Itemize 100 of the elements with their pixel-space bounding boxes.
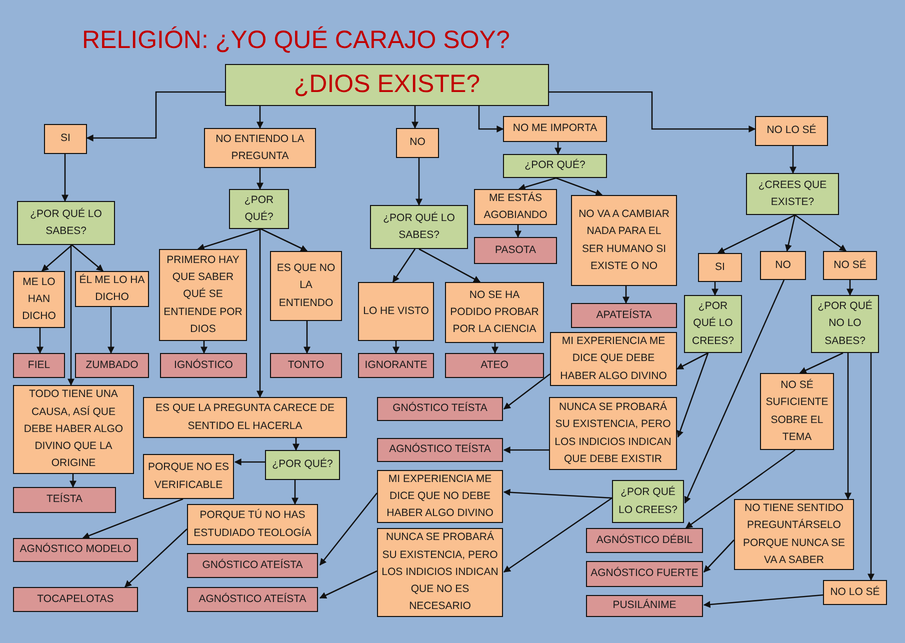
result-box (187, 587, 318, 612)
node-text: NO ENTIENDO LA PREGUNTA (214, 132, 306, 164)
result-box (13, 538, 138, 562)
node-text: APATEÍSTA (596, 308, 652, 323)
arrow (503, 373, 550, 410)
arrow (200, 341, 208, 354)
arrow (68, 245, 74, 386)
arrow (685, 449, 796, 529)
arrow (478, 106, 504, 132)
arrow (86, 91, 225, 142)
node-text: TODO TIENE UNA CAUSA, ASÍ QUE DEBE HABER ALGO DIVINO QUE LA ORIGINE (22, 387, 124, 472)
arrow (794, 214, 847, 252)
arrow (503, 488, 612, 499)
node-text: AGNÓSTICO FUERTE (590, 566, 698, 582)
node-text: SI (60, 131, 70, 146)
arrow (256, 168, 264, 190)
node-text: ZUMBADO (86, 358, 138, 373)
node-text: ME LO HAN DICHO (21, 274, 57, 324)
arrow (124, 528, 188, 588)
node-text: LO HE VISTO (363, 304, 429, 319)
node-text: NO SÉ SUFICIENTE SOBRE EL TEMA (764, 378, 830, 445)
answer-box (760, 251, 806, 280)
question-box (503, 154, 607, 178)
node-text: AGNÓSTICO DÉBIL (596, 532, 693, 548)
arrow (844, 353, 852, 500)
answer-box (204, 128, 316, 168)
arrow (416, 158, 422, 206)
node-text: IGNÓSTICO (174, 358, 233, 373)
arrow (676, 352, 709, 438)
node-text: TOCAPELOTAS (37, 592, 114, 607)
answer-box (13, 385, 134, 474)
node-text: PUSILÁNIME (612, 598, 676, 614)
answer-box (143, 454, 234, 499)
result-box (474, 237, 557, 264)
node-text: AGNÓSTICO MODELO (20, 542, 132, 558)
node-text: NO SE HA PODIDO PROBAR POR LA CIENCIA (449, 288, 540, 338)
arrow (320, 492, 378, 566)
node-text: GNÓSTICO TEÍSTA (392, 400, 488, 416)
node-text: NO (410, 135, 426, 150)
arrow (717, 214, 796, 254)
answer-box (445, 282, 544, 343)
answer-box (270, 251, 342, 321)
node-text: SI (715, 260, 725, 275)
node-text: NO TIENE SENTIDO PREGUNTÁRSELO PORQUE NUNCA SE VA A SABER (742, 500, 846, 568)
answer-box (13, 271, 65, 328)
node-text: PASOTA (494, 242, 536, 258)
answer-box (358, 282, 434, 341)
node-text: NO ME IMPORTA (512, 121, 598, 136)
node-text: MI EXPERIENCIA ME DICE QUE DEBE HABER ALGO DIVINO (559, 334, 668, 384)
arrow (799, 352, 844, 374)
node-text: TEÍSTA (46, 492, 82, 508)
arrow (518, 177, 556, 191)
node-text: ¿POR QUÉ? (524, 158, 586, 174)
node-text: IGNORANTE (364, 358, 428, 373)
arrow (392, 341, 400, 354)
arrow (72, 244, 104, 272)
result-box (160, 353, 247, 378)
answer-box (734, 499, 854, 570)
node-text: NO VA A CAMBIAR NADA PARA EL SER HUMANO SI EXISTE O NO (578, 206, 670, 274)
arrow (319, 570, 378, 599)
arrow (703, 594, 824, 608)
arrow (784, 214, 796, 252)
node-text: PORQUE NO ES VERIFICABLE (147, 460, 230, 492)
node-text: ÉL ME LO HA DICHO (79, 272, 145, 305)
answer-box (187, 504, 318, 545)
node-text: FIEL (28, 358, 50, 373)
result-box (75, 353, 149, 378)
result-box (13, 587, 138, 612)
arrow (260, 228, 308, 252)
node-text: TONTO (288, 358, 324, 373)
node-text: PORQUE TÚ NO HAS ESTUDIADO TEOLOGÍA (192, 508, 312, 540)
node-text: ¿CREES QUE EXISTE? (757, 178, 828, 210)
arrow (704, 540, 734, 572)
title: RELIGIÓN: ¿YO QUÉ CARAJO SOY? (82, 26, 510, 55)
arrow (503, 446, 549, 454)
question-box (612, 480, 684, 523)
node-text: ¿POR QUÉ LO CREES? (618, 484, 678, 518)
node-text: MI EXPERIENCIA ME DICE QUE NO DEBE HABER ALGO DIVINO (386, 472, 494, 522)
result-box (586, 528, 703, 553)
node-text: GNÓSTICO ATEÍSTA (202, 558, 303, 573)
arrow (256, 106, 264, 129)
arrow (684, 280, 785, 504)
arrow (492, 343, 498, 354)
result-box (270, 353, 342, 378)
answer-box (44, 124, 87, 154)
question-box (684, 295, 742, 353)
node-text: ¿POR QUÉ NO LO SABES? (816, 298, 874, 349)
node-text: ¿POR QUÉ? (243, 192, 275, 225)
node-text: ATEO (480, 358, 508, 373)
node-text: AGNÓSTICO ATEÍSTA (198, 592, 306, 607)
arrow (412, 106, 418, 129)
result-box (13, 487, 116, 513)
result-box (586, 595, 703, 617)
arrow (622, 286, 630, 304)
question-box (225, 64, 549, 106)
node-text: ¿POR QUÉ LO CREES? (690, 299, 735, 349)
answer-box (698, 253, 742, 282)
answer-box (823, 580, 887, 605)
answer-box (550, 332, 677, 386)
node-text: ES QUE LA PREGUNTA CARECE DE SENTIDO EL HACERLA (154, 401, 336, 434)
